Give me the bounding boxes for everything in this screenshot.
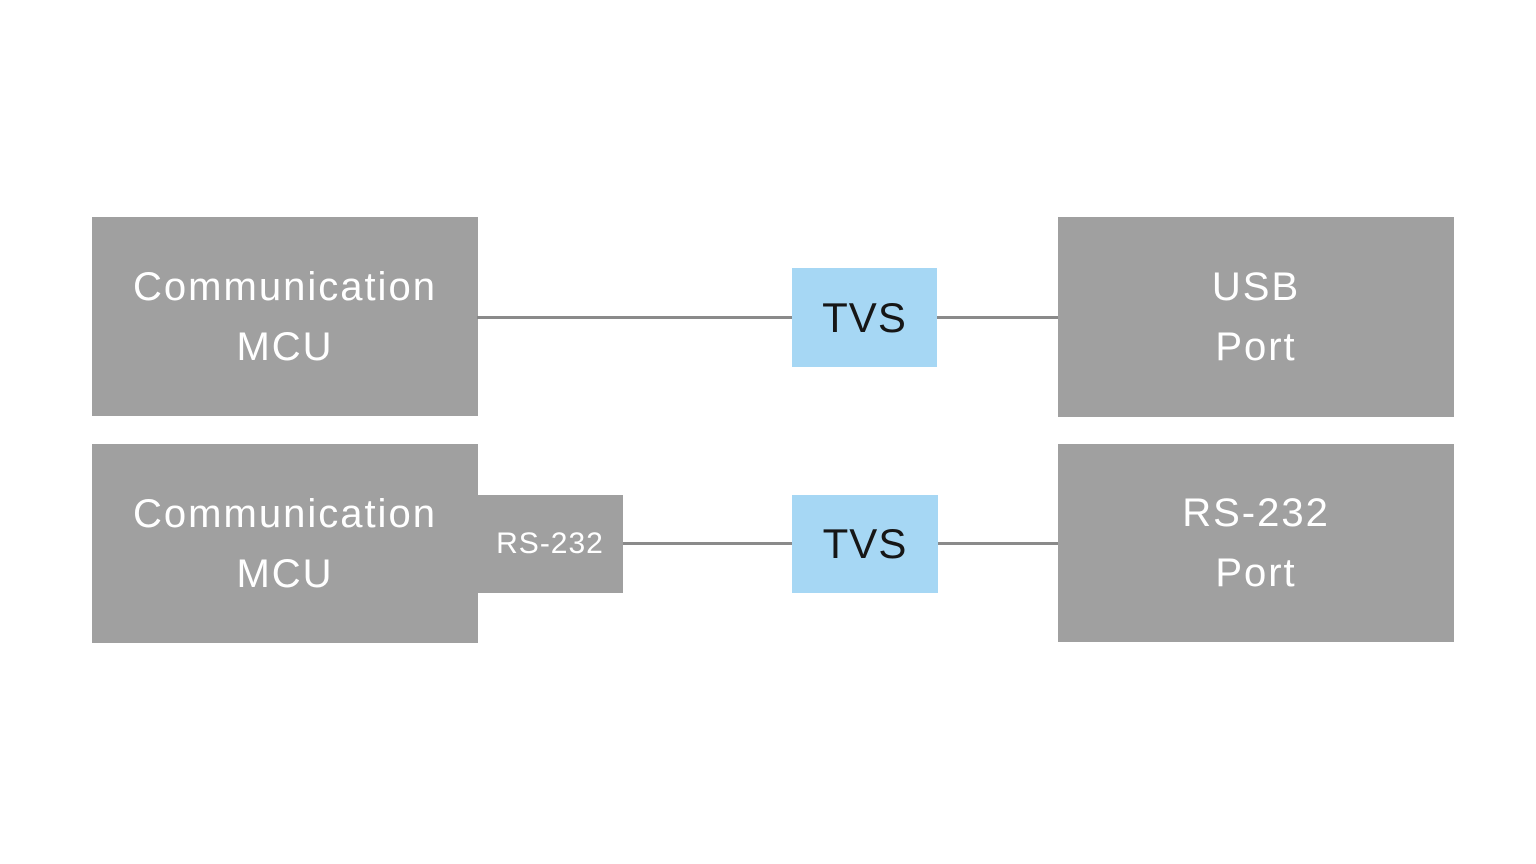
communication-mcu-box-2: Communication MCU: [92, 444, 478, 643]
tvs-label-1: TVS: [822, 293, 907, 341]
tvs-box-1: TVS: [792, 268, 937, 367]
rs-232-port-box: RS-232 Port: [1058, 444, 1454, 642]
rs-232-adapter-label: RS-232: [496, 527, 604, 560]
rs-232-port-label-line2: Port: [1215, 551, 1297, 595]
communication-mcu-label-line1: Communication: [133, 491, 437, 536]
connector-line-mcu-to-tvs-1: [477, 316, 792, 319]
rs-232-port-label-line1: RS-232: [1182, 491, 1330, 535]
connector-line-rs232-to-tvs: [623, 542, 792, 545]
usb-port-box: USB Port: [1058, 217, 1454, 417]
usb-port-label-line2: Port: [1215, 325, 1297, 369]
communication-mcu-label-line2: MCU: [236, 324, 334, 369]
tvs-label-2: TVS: [822, 520, 908, 567]
connector-line-tvs-to-usb-port: [937, 316, 1058, 319]
communication-mcu-label-line2: MCU: [236, 551, 334, 596]
communication-mcu-label-line1: Communication: [133, 264, 437, 309]
rs-232-adapter-box: RS-232: [477, 495, 623, 593]
connector-line-tvs-to-rs232-port: [938, 542, 1058, 545]
usb-port-label-line1: USB: [1211, 265, 1301, 309]
communication-mcu-box-1: Communication MCU: [92, 217, 478, 416]
tvs-box-2: TVS: [792, 495, 938, 593]
